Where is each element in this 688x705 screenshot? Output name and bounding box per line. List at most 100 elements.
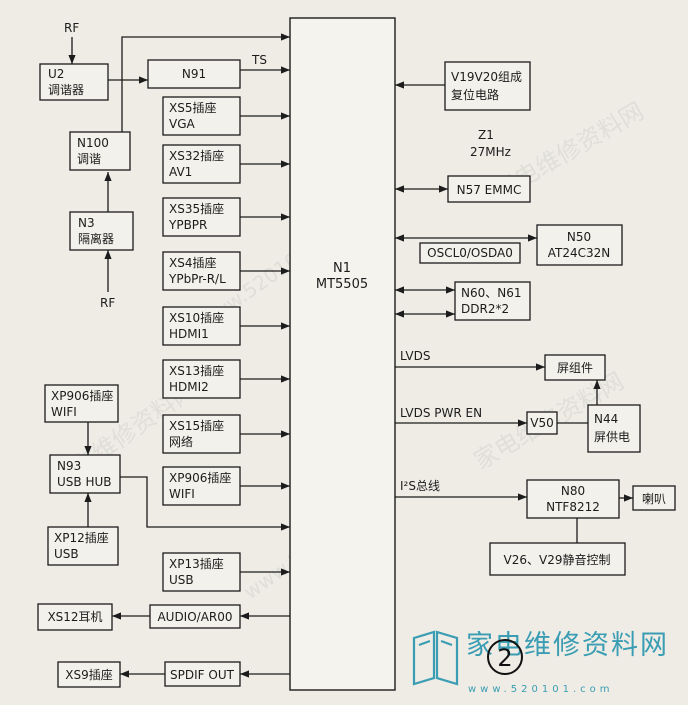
eeprom-label: N50 — [567, 230, 591, 244]
ddr-memory-box — [454, 281, 531, 321]
n100-to-n1-arrow — [121, 33, 290, 132]
v50-label: V50 — [530, 416, 553, 430]
n44-desc: 屏供电 — [594, 430, 630, 444]
xp12-usb-box — [47, 526, 119, 566]
xs4-ypbpr-audio-box — [162, 251, 241, 291]
mute-control-label: V26、V29静音控制 — [504, 552, 611, 567]
n44-label: N44 — [594, 412, 618, 426]
n100-label: N100 — [77, 136, 109, 150]
xp906-wifi-left-box — [44, 384, 119, 423]
input-type: USB — [169, 573, 194, 587]
site-logo: 家电维修资料网 www.520101.com — [412, 630, 669, 695]
xs15-network-box — [162, 414, 241, 454]
spdif-out-label: SPDIF OUT — [170, 668, 235, 682]
n100-desc: 调谐 — [77, 152, 101, 166]
spdif-out-box — [164, 661, 241, 687]
xp906-left-label: XP906插座 — [51, 388, 113, 403]
xp12-type: USB — [54, 547, 79, 561]
logo-site-text: www.520101.com — [468, 684, 614, 695]
ddr-type: DDR2*2 — [461, 302, 509, 316]
n80-part: NTF8212 — [546, 500, 600, 514]
input-label: XS10插座 — [169, 310, 224, 325]
xs12-label: XS12耳机 — [47, 610, 102, 624]
rf-top-label: RF — [64, 21, 79, 35]
book-icon — [412, 630, 459, 686]
lvds-label: LVDS — [400, 349, 430, 363]
input-type: AV1 — [169, 165, 192, 179]
panel-box — [544, 354, 606, 381]
figure-number: 2 — [487, 639, 523, 675]
n93-usb-hub-box — [49, 454, 121, 494]
n50-eeprom-box — [536, 224, 623, 266]
ts-label: TS — [251, 53, 267, 67]
input-label: XP13插座 — [169, 556, 224, 571]
reset-circuit-box — [444, 61, 531, 111]
rf-bottom-label: RF — [100, 296, 115, 310]
n80-label: N80 — [561, 484, 585, 498]
n93-label: N93 — [57, 459, 81, 473]
xs13-hdmi2-box — [162, 359, 241, 399]
input-label: XS13插座 — [169, 363, 224, 378]
input-label: XP906插座 — [169, 470, 231, 485]
n1-part-number: MT5505 — [316, 277, 368, 292]
n93-desc: USB HUB — [57, 475, 112, 489]
audio-out-label: AUDIO/AR00 — [157, 610, 232, 624]
figure-number-circle — [487, 639, 523, 675]
input-type: WIFI — [169, 487, 195, 501]
xs35-ypbpr-box — [162, 197, 241, 237]
crystal-label: Z1 — [478, 128, 494, 142]
input-connectors: XS5插座 VGA XS32插座 AV1 XS35插座 YPBPR XS4插座 … — [162, 96, 290, 592]
n91-box — [147, 59, 241, 89]
logo-text: 家电维修资料网 — [466, 630, 669, 661]
i2c-bus-label-box — [419, 242, 521, 264]
n3-isolator-box — [69, 211, 134, 251]
n44-panel-power-box — [587, 404, 641, 453]
n1-label: N1 — [333, 261, 351, 276]
input-type: VGA — [169, 117, 196, 131]
n93-to-n1-arrow — [120, 476, 290, 531]
n100-box — [69, 131, 131, 171]
xp906-wifi-box — [162, 466, 241, 506]
xp13-usb-box — [162, 552, 241, 592]
input-label: XS5插座 — [169, 100, 216, 115]
ddr-label: N60、N61 — [461, 286, 522, 300]
emmc-label: N57 EMMC — [457, 183, 522, 197]
xp906-left-type: WIFI — [51, 405, 77, 419]
eeprom-part: AT24C32N — [548, 246, 611, 260]
input-type: HDMI1 — [169, 327, 209, 341]
xs9-label: XS9插座 — [65, 667, 112, 682]
panel-label: 屏组件 — [557, 361, 593, 375]
xs10-hdmi1-box — [162, 306, 241, 346]
input-type: YPBPR — [168, 218, 207, 232]
input-label: XS35插座 — [169, 201, 224, 216]
figure-number-digit: 2 — [497, 644, 512, 672]
input-type: HDMI2 — [169, 380, 209, 394]
n57-emmc-box — [447, 175, 531, 203]
speaker-label: 喇叭 — [642, 491, 666, 506]
xs9-socket-box — [57, 661, 121, 688]
u2-label: U2 — [48, 67, 64, 81]
lvds-pwr-en-label: LVDS PWR EN — [400, 406, 482, 420]
speaker-box — [632, 485, 676, 511]
input-type: 网络 — [169, 434, 193, 449]
reset-circuit-line2: 复位电路 — [451, 87, 499, 102]
n3-label: N3 — [78, 216, 95, 230]
u2-desc: 调谐器 — [48, 83, 84, 97]
xs12-headphone-box — [37, 603, 113, 631]
input-label: XS4插座 — [169, 255, 216, 270]
xp12-label: XP12插座 — [54, 530, 109, 545]
u2-tuner-box — [39, 63, 109, 101]
n91-label: N91 — [182, 67, 206, 81]
input-type: YPbPr-R/L — [168, 272, 226, 286]
crystal-frequency: 27MHz — [470, 145, 511, 159]
n1-mt5505-chip — [289, 17, 396, 691]
i2c-bus-label: OSCL0/OSDA0 — [427, 246, 513, 260]
n3-desc: 隔离器 — [78, 231, 114, 246]
i2s-bus-label: I²S总线 — [400, 479, 440, 493]
input-label: XS15插座 — [169, 418, 224, 433]
n80-amplifier-box — [526, 479, 620, 519]
reset-circuit-line1: V19V20组成 — [451, 70, 522, 84]
mute-control-box — [489, 542, 626, 576]
input-label: XS32插座 — [169, 148, 224, 163]
